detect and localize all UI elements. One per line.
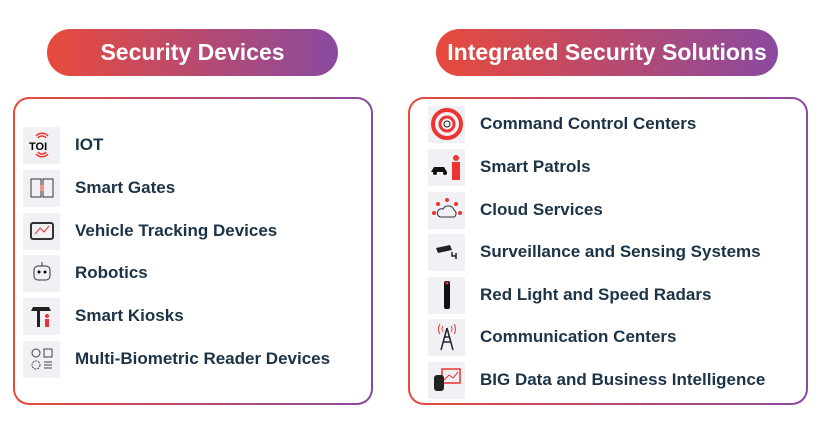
list-item: Vehicle Tracking Devices — [23, 212, 277, 250]
tower-icon — [428, 318, 465, 356]
list-item: Smart Gates — [23, 169, 175, 207]
biometric-icon — [23, 340, 60, 378]
list-item: Smart Kiosks — [23, 297, 184, 335]
camera-icon — [428, 233, 465, 271]
robot-icon — [23, 254, 60, 292]
list-item: Communication Centers — [428, 318, 676, 356]
list-item: BIG Data and Business Intelligence — [428, 361, 765, 399]
gate-icon — [23, 169, 60, 207]
iot-icon: TOI — [23, 126, 60, 164]
target-icon — [428, 105, 465, 143]
patrol-icon — [428, 148, 465, 186]
integrated-solutions-header: Integrated Security Solutions — [436, 29, 778, 76]
security-devices-header: Security Devices — [47, 29, 338, 76]
list-item: Surveillance and Sensing Systems — [428, 233, 761, 271]
list-item: Multi-Biometric Reader Devices — [23, 340, 330, 378]
tracking-icon — [23, 212, 60, 250]
list-item: Robotics — [23, 254, 148, 292]
list-item: Command Control Centers — [428, 105, 696, 143]
cloud-icon — [428, 191, 465, 229]
list-item: Red Light and Speed Radars — [428, 276, 711, 314]
data-icon — [428, 361, 465, 399]
kiosk-icon — [23, 297, 60, 335]
list-item: Cloud Services — [428, 191, 603, 229]
svg-text:TOI: TOI — [29, 141, 47, 153]
integrated-solutions-panel: Command Control Centers Smart Patrols Cl… — [408, 97, 808, 405]
list-item: Smart Patrols — [428, 148, 591, 186]
radar-icon — [428, 276, 465, 314]
